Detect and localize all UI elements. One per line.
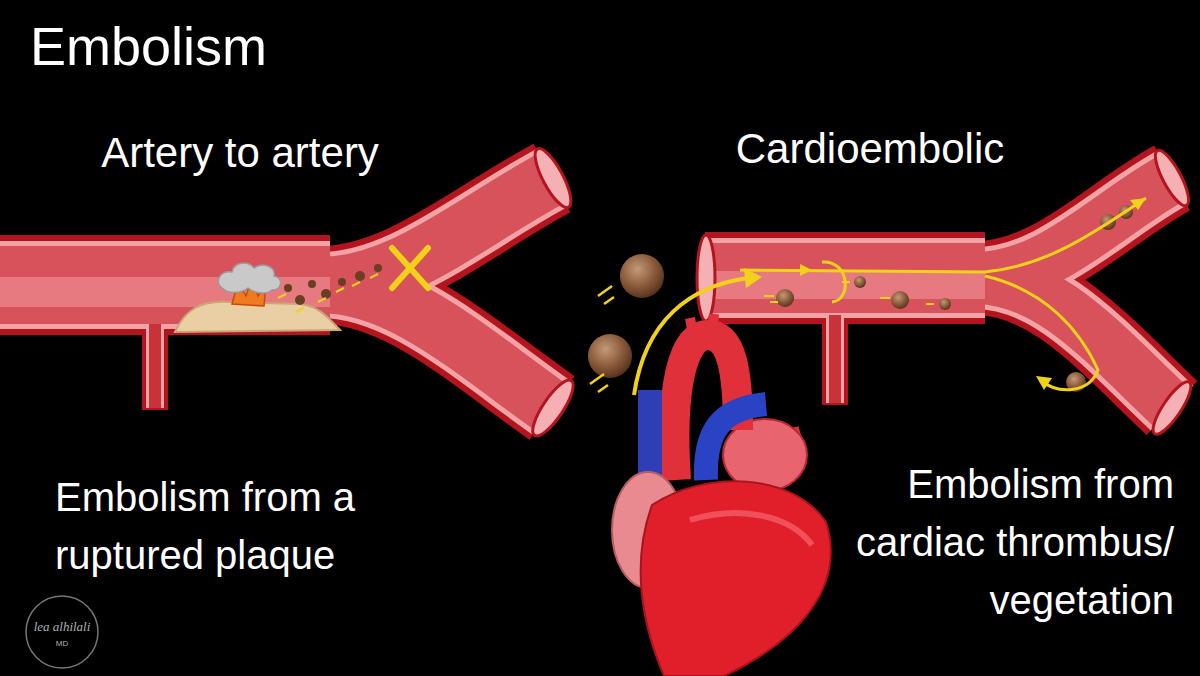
heart — [612, 314, 831, 676]
arrowhead — [1036, 376, 1052, 390]
vessel-opening — [697, 235, 715, 321]
description-text: Embolism from cardiac thrombus/ vegetati… — [812, 455, 1174, 629]
embolus — [374, 264, 382, 272]
embolus — [854, 276, 866, 288]
description-text: Embolism from a ruptured plaque — [55, 468, 395, 584]
vessel-outer — [822, 315, 848, 405]
watermark: lea alhilali — [20, 620, 104, 634]
flow-arrow — [740, 198, 1146, 272]
pulmonary-artery — [706, 404, 766, 480]
emboli-right — [740, 198, 1146, 392]
ventricle-shade — [690, 513, 812, 545]
embolus — [939, 298, 951, 310]
embolus — [308, 280, 316, 288]
ventricles — [641, 481, 831, 676]
vessel-outer — [705, 232, 985, 324]
emboli-left — [278, 248, 428, 312]
vessel-wall — [320, 285, 552, 408]
embolus — [338, 278, 346, 286]
flow-arrow — [985, 276, 1098, 390]
vessel-wall — [826, 315, 844, 403]
motion-dash — [278, 274, 378, 312]
vessel-wall — [705, 238, 985, 318]
embolus — [295, 295, 305, 305]
arrowhead — [744, 268, 762, 288]
vessel-lumen — [829, 315, 841, 403]
watermark: MD — [20, 640, 104, 649]
section-heading: Artery to artery — [0, 128, 480, 178]
vessel-opening — [526, 375, 579, 441]
embolus — [321, 289, 331, 299]
embolus — [355, 271, 365, 281]
embolus — [620, 254, 664, 298]
flow-arrow — [822, 262, 845, 302]
emboli-source — [588, 254, 762, 395]
artery-right — [697, 146, 1197, 438]
occlusion-x — [392, 248, 428, 288]
motion-dash — [590, 286, 614, 392]
diagram-title: Embolism — [30, 14, 430, 79]
vessel-lumen — [320, 285, 552, 408]
vessel-wall — [146, 320, 164, 408]
embolus — [776, 289, 794, 307]
ruptured-plaque — [175, 263, 340, 332]
artery-left — [0, 144, 580, 441]
motion-dash — [764, 282, 934, 304]
rupture-cloud — [218, 263, 280, 293]
section-heading: Cardioembolic — [690, 124, 1050, 174]
vessel-opening — [529, 144, 578, 212]
embolus — [284, 284, 292, 292]
vessel-outer — [320, 285, 552, 408]
vessel-lumen — [149, 320, 161, 408]
aortic-branch — [690, 314, 714, 340]
vessel-opening — [1147, 377, 1197, 438]
arrowhead — [800, 198, 1146, 276]
vessel-lumen — [705, 243, 985, 313]
vessel-opening — [1149, 146, 1194, 209]
embolus — [891, 291, 909, 309]
embolus — [588, 334, 632, 378]
